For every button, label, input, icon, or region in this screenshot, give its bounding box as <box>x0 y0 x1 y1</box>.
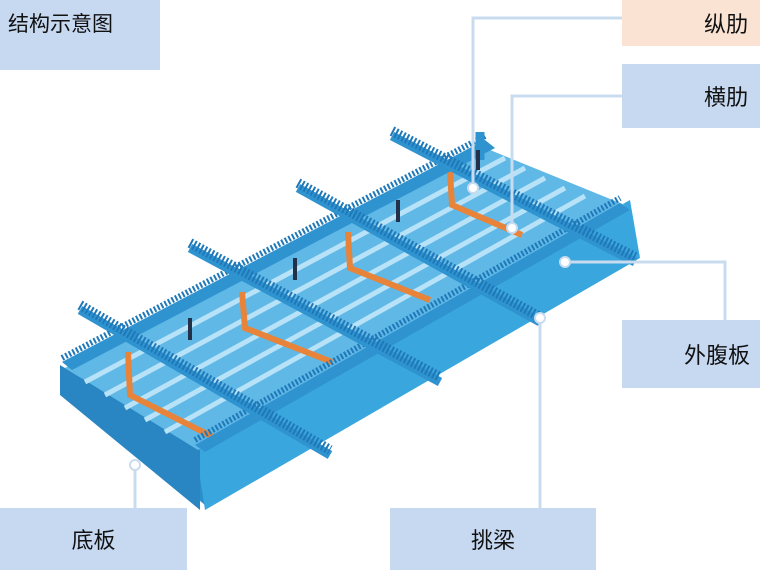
label-outer-web: 外腹板 <box>622 320 760 388</box>
top-flanges <box>60 133 630 452</box>
diagram-title: 结构示意图 <box>0 0 160 70</box>
leader-dots <box>129 182 571 471</box>
label-transverse-rib: 横肋 <box>622 64 760 128</box>
label-cantilever-beam: 挑梁 <box>390 508 596 570</box>
leader-lines <box>133 16 727 508</box>
outer-web-front <box>195 200 640 510</box>
end-web <box>60 365 200 510</box>
interior-floor <box>65 150 625 450</box>
transverse-ribs <box>125 171 524 441</box>
diaphragm-posts <box>188 150 480 340</box>
label-longitudinal-rib: 纵肋 <box>622 0 760 46</box>
label-bottom-plate: 底板 <box>0 508 187 570</box>
